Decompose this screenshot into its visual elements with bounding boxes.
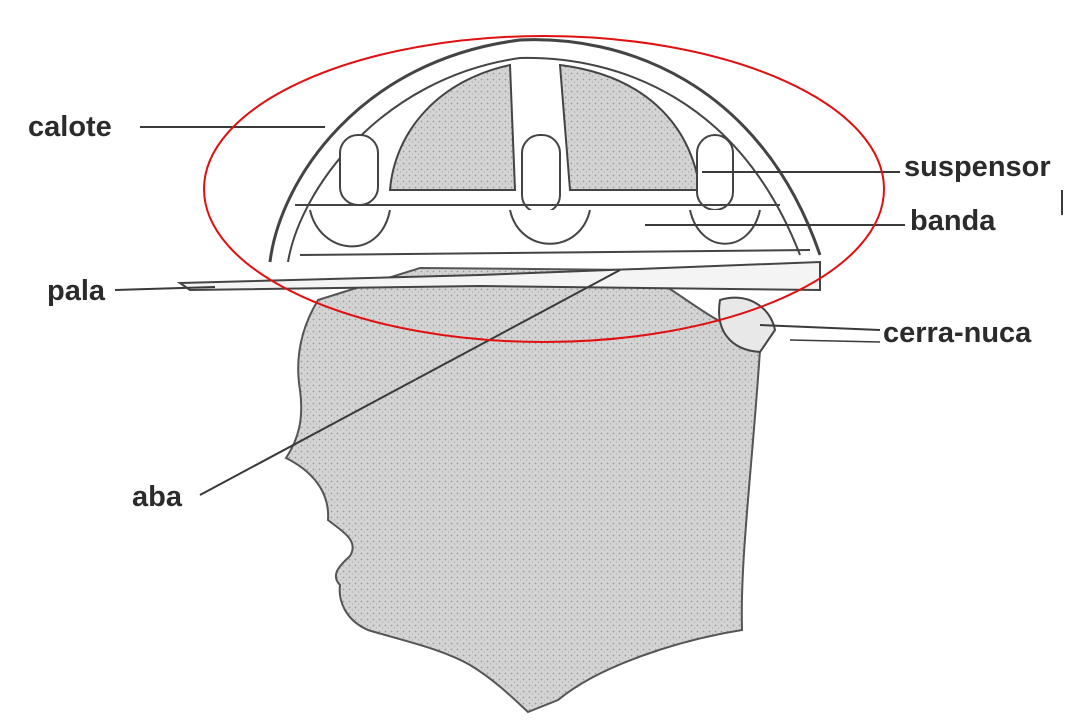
label-suspensor: suspensor: [904, 153, 1051, 182]
label-pala: pala: [47, 277, 105, 306]
helmet-brim: [180, 262, 820, 290]
band-loop-center: [510, 210, 590, 244]
band-bottom: [300, 250, 810, 255]
suspension-panel-left: [390, 65, 515, 190]
slot-left: [340, 135, 378, 205]
band-loop-right: [690, 210, 760, 244]
label-aba: aba: [132, 483, 182, 512]
band-loop-left: [310, 210, 390, 246]
suspension-panel-right: [560, 65, 700, 190]
label-calote: calote: [28, 113, 112, 142]
label-banda: banda: [910, 207, 995, 236]
leader-cerra-nuca-2: [790, 340, 880, 342]
slot-center: [522, 135, 560, 213]
head-silhouette: [286, 268, 760, 712]
leader-cerra-nuca: [760, 325, 880, 330]
label-cerra-nuca: cerra-nuca: [883, 319, 1031, 348]
